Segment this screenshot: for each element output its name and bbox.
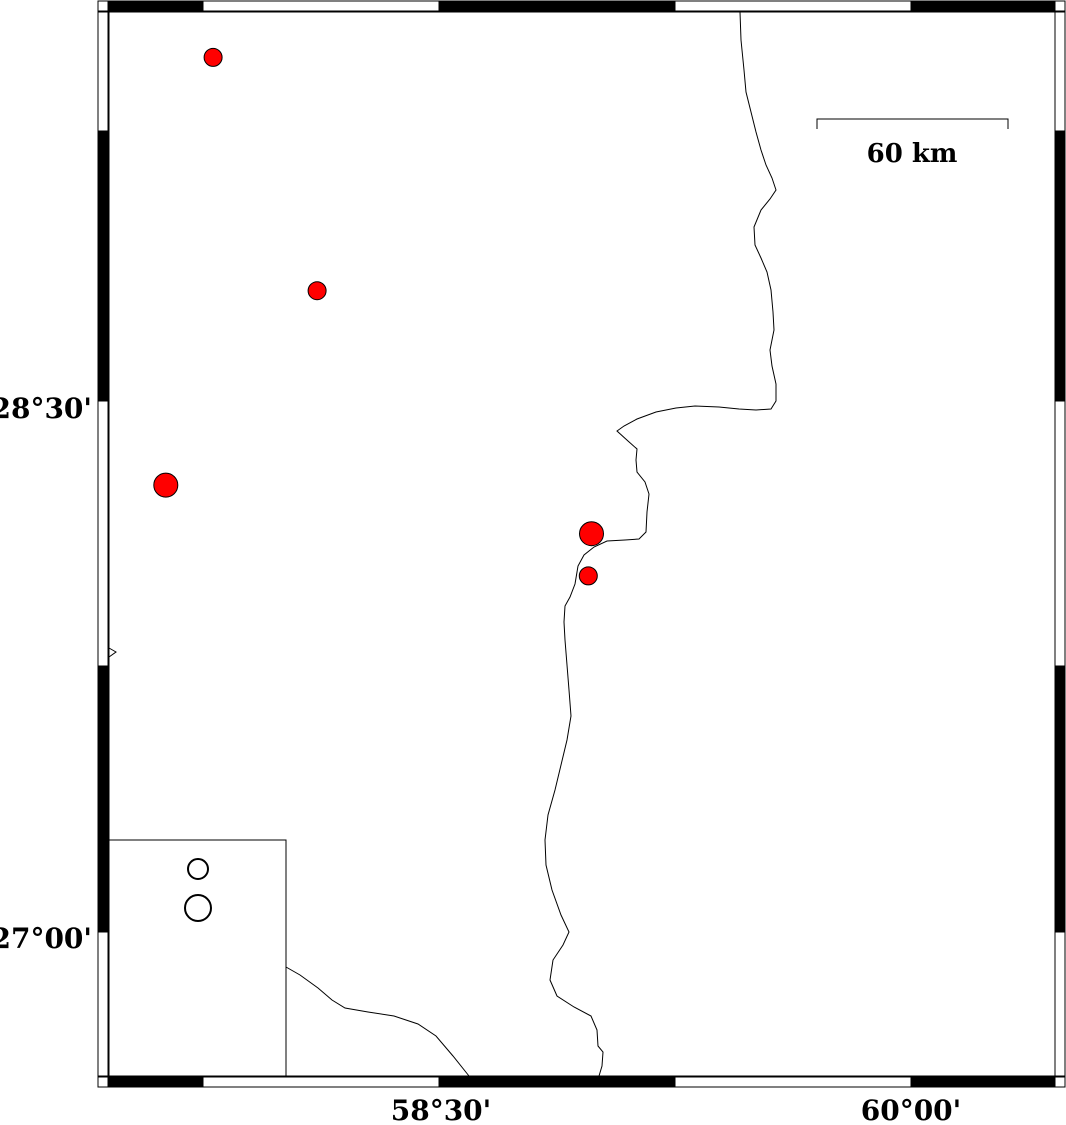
frame-segment-bottom <box>108 1076 204 1088</box>
frame-corner <box>97 0 109 12</box>
tick-labels: 58°30' 60°00' 28°30' 27°00' <box>0 392 961 1125</box>
frame-segment-bottom <box>438 1076 676 1088</box>
frame-segment-right <box>1054 931 1066 1077</box>
frame-segment-left <box>97 130 109 402</box>
map-border <box>108 11 1056 1077</box>
frame-segment-bottom <box>910 1076 1056 1088</box>
boundary-lines <box>108 11 777 1077</box>
map-frame <box>97 0 1066 1088</box>
x-tick-label-1: 60°00' <box>861 1094 962 1125</box>
earthquake-events <box>153 47 604 586</box>
border-line-east <box>544 11 777 1077</box>
frame-corner <box>97 1076 109 1088</box>
legend-symbol-large <box>184 894 212 922</box>
frame-segment-bottom <box>674 1076 912 1088</box>
event-marker-3 <box>579 521 604 547</box>
scale-bar: 60 km <box>816 118 1009 169</box>
frame-segment-left <box>97 11 109 132</box>
frame-segment-right <box>1054 11 1066 132</box>
frame-corner <box>1054 1076 1066 1088</box>
event-marker-4 <box>578 566 598 586</box>
frame-segment-top <box>910 0 1056 12</box>
frame-segment-right <box>1054 130 1066 402</box>
legend-symbols <box>184 858 212 922</box>
frame-segment-right <box>1054 665 1066 933</box>
frame-segment-left <box>97 931 109 1077</box>
frame-segment-left <box>97 400 109 667</box>
event-marker-1 <box>307 281 327 301</box>
frame-segment-top <box>674 0 912 12</box>
y-tick-label-0: 28°30' <box>0 392 92 425</box>
magnitude-legend <box>108 839 287 1077</box>
frame-segment-top <box>202 0 440 12</box>
coast-notch-west <box>108 647 117 658</box>
scale-bar-line <box>816 118 1009 129</box>
scale-bar-label: 60 km <box>867 139 958 169</box>
frame-corner <box>1054 0 1066 12</box>
frame-segment-bottom <box>202 1076 440 1088</box>
coastline-south <box>285 966 470 1077</box>
frame-segment-top <box>438 0 676 12</box>
legend-symbol-small <box>187 858 209 880</box>
frame-segment-top <box>108 0 204 12</box>
event-marker-2 <box>153 472 179 498</box>
frame-segment-right <box>1054 400 1066 667</box>
frame-segment-left <box>97 665 109 933</box>
x-tick-label-0: 58°30' <box>391 1094 492 1125</box>
y-tick-label-1: 27°00' <box>0 922 92 955</box>
event-marker-0 <box>203 47 223 67</box>
